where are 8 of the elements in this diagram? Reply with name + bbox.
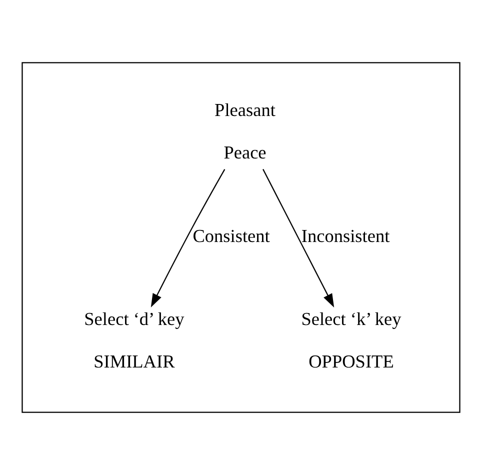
cluster [22,62,460,412]
node-text: Select ‘k’ key OPPOSITE [301,308,402,372]
edge-label: Consistent [192,225,270,246]
arrow [262,168,334,308]
edge-label: Inconsistent [301,225,390,246]
arrow [150,168,226,307]
node-text: Pleasant Peace [214,100,276,162]
node-text: Select ‘d’ key SIMILAIR [84,308,184,372]
